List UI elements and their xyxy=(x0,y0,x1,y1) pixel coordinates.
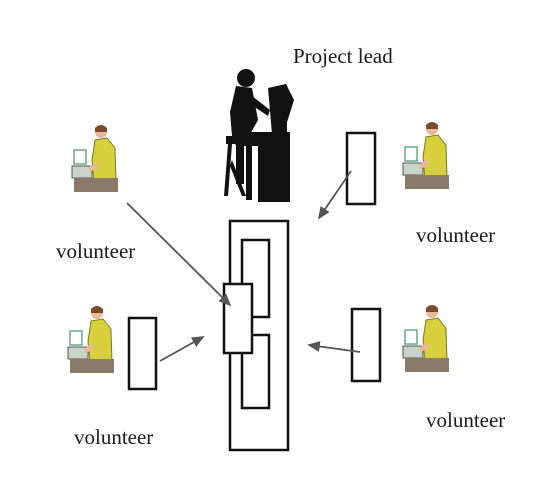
arrow-top-left xyxy=(126,202,232,307)
arrow-bottom-right xyxy=(307,341,361,353)
project-lead-label: Project lead xyxy=(293,44,393,68)
central-structure xyxy=(222,219,290,452)
project-lead-icon xyxy=(224,69,294,202)
document-bottom-left xyxy=(127,316,158,391)
document-top-right xyxy=(345,131,377,206)
volunteer-icon-bottom-left xyxy=(67,305,115,374)
volunteer-label-top-right: volunteer xyxy=(416,223,495,247)
volunteer-icon-top-left xyxy=(71,125,118,192)
volunteer-label-bottom-left: volunteer xyxy=(74,425,153,449)
volunteer-label-bottom-right: volunteer xyxy=(426,408,505,432)
arrow-bottom-left xyxy=(159,336,205,362)
volunteer-label-top-left: volunteer xyxy=(56,239,135,263)
arrow-top-right xyxy=(317,170,352,220)
volunteer-icon-top-right xyxy=(402,121,450,190)
document-bottom-right xyxy=(350,307,382,383)
volunteer-icon-bottom-right xyxy=(402,304,450,373)
